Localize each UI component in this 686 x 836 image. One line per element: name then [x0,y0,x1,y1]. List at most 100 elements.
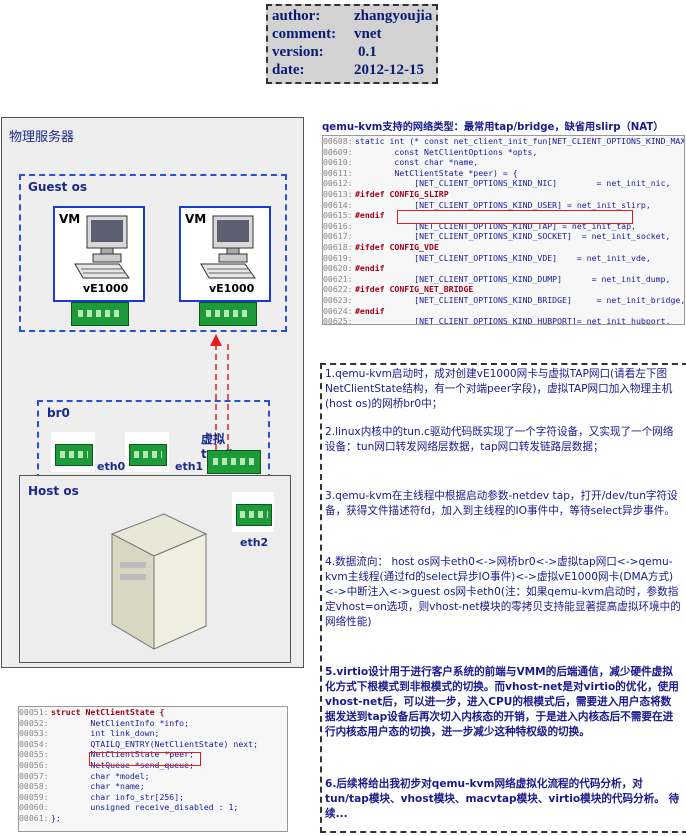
server-title: 物理服务器 [9,130,75,145]
code-line: 00622:#ifdef CONFIG_NET_BRIDGE [323,284,684,295]
code-text: [NET_CLIENT_OPTIONS_KIND_BRIDGE] = net_i… [355,294,685,305]
line-number: 00610: [323,157,353,168]
line-number: 00052: [19,717,49,728]
line-number: 00612: [323,178,353,189]
vm1-nic-label: vE1000 [83,282,129,295]
vm2-nic-label: vE1000 [209,282,255,295]
version-key: version: [272,44,324,60]
note-5: 5.virtio设计用于进行客户系统的前端与VMM的后端通信，减少硬件虚拟化方式… [325,666,679,738]
computer-icon [74,215,130,279]
code-line: 00055: NetClientState *peer; [19,749,287,760]
line-number: 00611: [323,167,353,178]
data-flow-arrow [210,334,229,452]
code-text: [NET_CLIENT_OPTIONS_KIND_VDE] = net_init… [355,252,651,263]
line-number: 00055: [19,749,49,760]
version-value: 0.1 [358,44,377,60]
eth1-label: eth1 [175,460,204,473]
vm2-box: VM vE1000 [179,206,271,302]
code-text: [NET_CLIENT_OPTIONS_KIND_NIC] = net_init… [355,178,671,189]
vm2-label: VM [185,212,207,226]
comment-key: comment: [272,26,337,42]
host-os-label: Host os [28,484,79,498]
guest-os-label: Guest os [28,180,87,194]
code-line: 00611: NetClientState *peer) = { [323,168,684,179]
vm1-label: VM [59,212,81,226]
code-line: 00608:static int (* const net_client_ini… [323,136,684,147]
line-number: 00617: [323,231,353,242]
code-line: 00060: unsigned receive_disabled : 1; [19,802,287,813]
code-text: int link_down; [51,728,160,739]
note-2: 2.linux内核中的tun.c驱动代码既实现了一个字符设备，又实现了一个网络设… [325,426,674,453]
code-line: 00057: char *model; [19,771,287,782]
guest-os-box: Guest os VM vE1000 VM [19,174,287,332]
code-text: char *name; [51,781,145,792]
line-number: 00616: [323,220,353,231]
eth1-card-icon [125,432,169,472]
host-os-box: Host os eth2 [19,475,291,663]
code-text: char info_str[256]; [51,791,185,802]
ve1000-nic-2 [199,302,257,326]
eth0-card-icon [51,432,95,472]
line-number: 00609: [323,146,353,157]
bridge-label: br0 [47,406,70,420]
code-line: 00059: char info_str[256]; [19,792,287,803]
date-value: 2012-12-15 [354,62,424,78]
code-line: 00614: [NET_CLIENT_OPTIONS_KIND_USER] = … [323,200,684,211]
code-text: const NetClientOptions *opts, [355,146,538,157]
line-number: 00622: [323,284,353,295]
line-number: 00058: [19,781,49,792]
vm1-box: VM vE1000 [53,206,145,302]
line-number: 00624: [323,305,353,316]
notes-box: 1.qemu-kvm启动时，成对创建vE1000网卡与虚拟TAP网口(请看左下图… [320,363,686,833]
code-line: 00612: [NET_CLIENT_OPTIONS_KIND_NIC] = n… [323,178,684,189]
line-number: 00613: [323,188,353,199]
date-key: date: [272,62,305,78]
code-line: 00625: [NET_CLIENT_OPTIONS_KIND_HUBPORT]… [323,316,684,325]
code-text: unsigned receive_disabled : 1; [51,802,239,813]
code-text: }; [51,812,61,823]
line-number: 00054: [19,738,49,749]
note-1: 1.qemu-kvm启动时，成对创建vE1000网卡与虚拟TAP网口(请看左下图… [325,368,673,410]
line-number: 00615: [323,210,353,221]
code-text: struct NetClientState { [51,707,165,717]
peer-highlight-box [89,752,201,766]
code-text: [NET_CLIENT_OPTIONS_KIND_HUBPORT]= net_i… [355,316,671,325]
code-text: #endif [355,305,385,316]
code-line: 00058: char *name; [19,781,287,792]
note-6: 6.后续将给出我初步对qemu-kvm网络虚拟化流程的代码分析，对tun/tap… [325,778,680,820]
line-number: 00060: [19,802,49,813]
line-number: 00620: [323,263,353,274]
note-4: 4.数据流向： host os网卡eth0<->网桥br0<->虚拟tap网口<… [325,556,681,628]
eth2-label: eth2 [240,536,269,549]
line-number: 00057: [19,770,49,781]
code-text: #ifdef CONFIG_SLIRP [355,188,449,199]
author-value: zhangyoujia [354,8,433,24]
code-text: static int (* const net_client_init_fun[… [355,136,685,146]
code-text: #endif [355,210,385,221]
code-line: 00051:struct NetClientState { [19,707,287,718]
author-key: author: [272,8,321,24]
code-text: const char *name, [355,157,479,168]
code-line: 00609: const NetClientOptions *opts, [323,147,684,158]
code-line: 00618:#ifdef CONFIG_VDE [323,242,684,253]
code-line: 00617: [NET_CLIENT_OPTIONS_KIND_SOCKET] … [323,231,684,242]
code-line: 00061:}; [19,813,287,824]
code-line: 00053: int link_down; [19,728,287,739]
code-text: NetQueue *send_queue; [51,759,194,770]
code-line: 00624:#endif [323,306,684,317]
eth0-label: eth0 [97,460,126,473]
code-text: [NET_CLIENT_OPTIONS_KIND_USER] = net_ini… [355,199,651,210]
code-text: #ifdef CONFIG_VDE [355,241,439,252]
net-init-code-block: 00608:static int (* const net_client_ini… [322,135,685,325]
comment-value: vnet [354,26,382,42]
metadata-box: author: zhangyoujia comment: vnet versio… [266,4,438,84]
line-number: 00053: [19,728,49,739]
code-line: 00613:#ifdef CONFIG_SLIRP [323,189,684,200]
line-number: 00623: [323,294,353,305]
line-number: 00608: [323,136,353,146]
code-line: 00619: [NET_CLIENT_OPTIONS_KIND_VDE] = n… [323,253,684,264]
code-line: 00621: [NET_CLIENT_OPTIONS_KIND_DUMP] = … [323,274,684,285]
bridge-br0-box: br0 eth0 eth1 虚拟tun/tap [37,400,270,480]
code-text: #endif [355,263,385,274]
line-number: 00619: [323,252,353,263]
